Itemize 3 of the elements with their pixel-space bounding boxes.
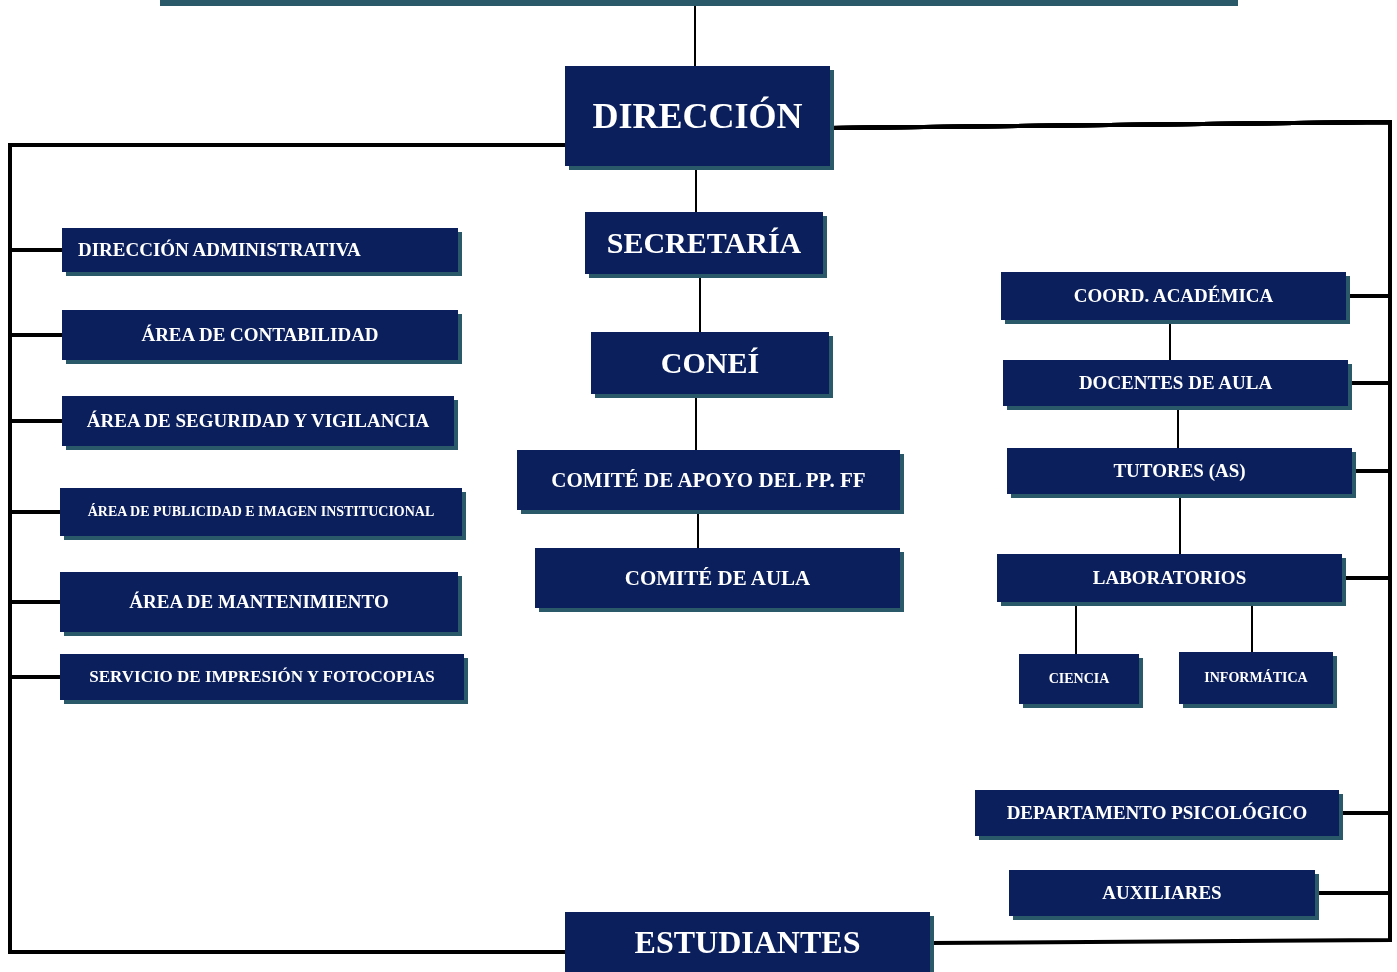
- header-bar: [160, 0, 1238, 6]
- connector-line: [8, 143, 565, 954]
- connector-line: [694, 5, 696, 67]
